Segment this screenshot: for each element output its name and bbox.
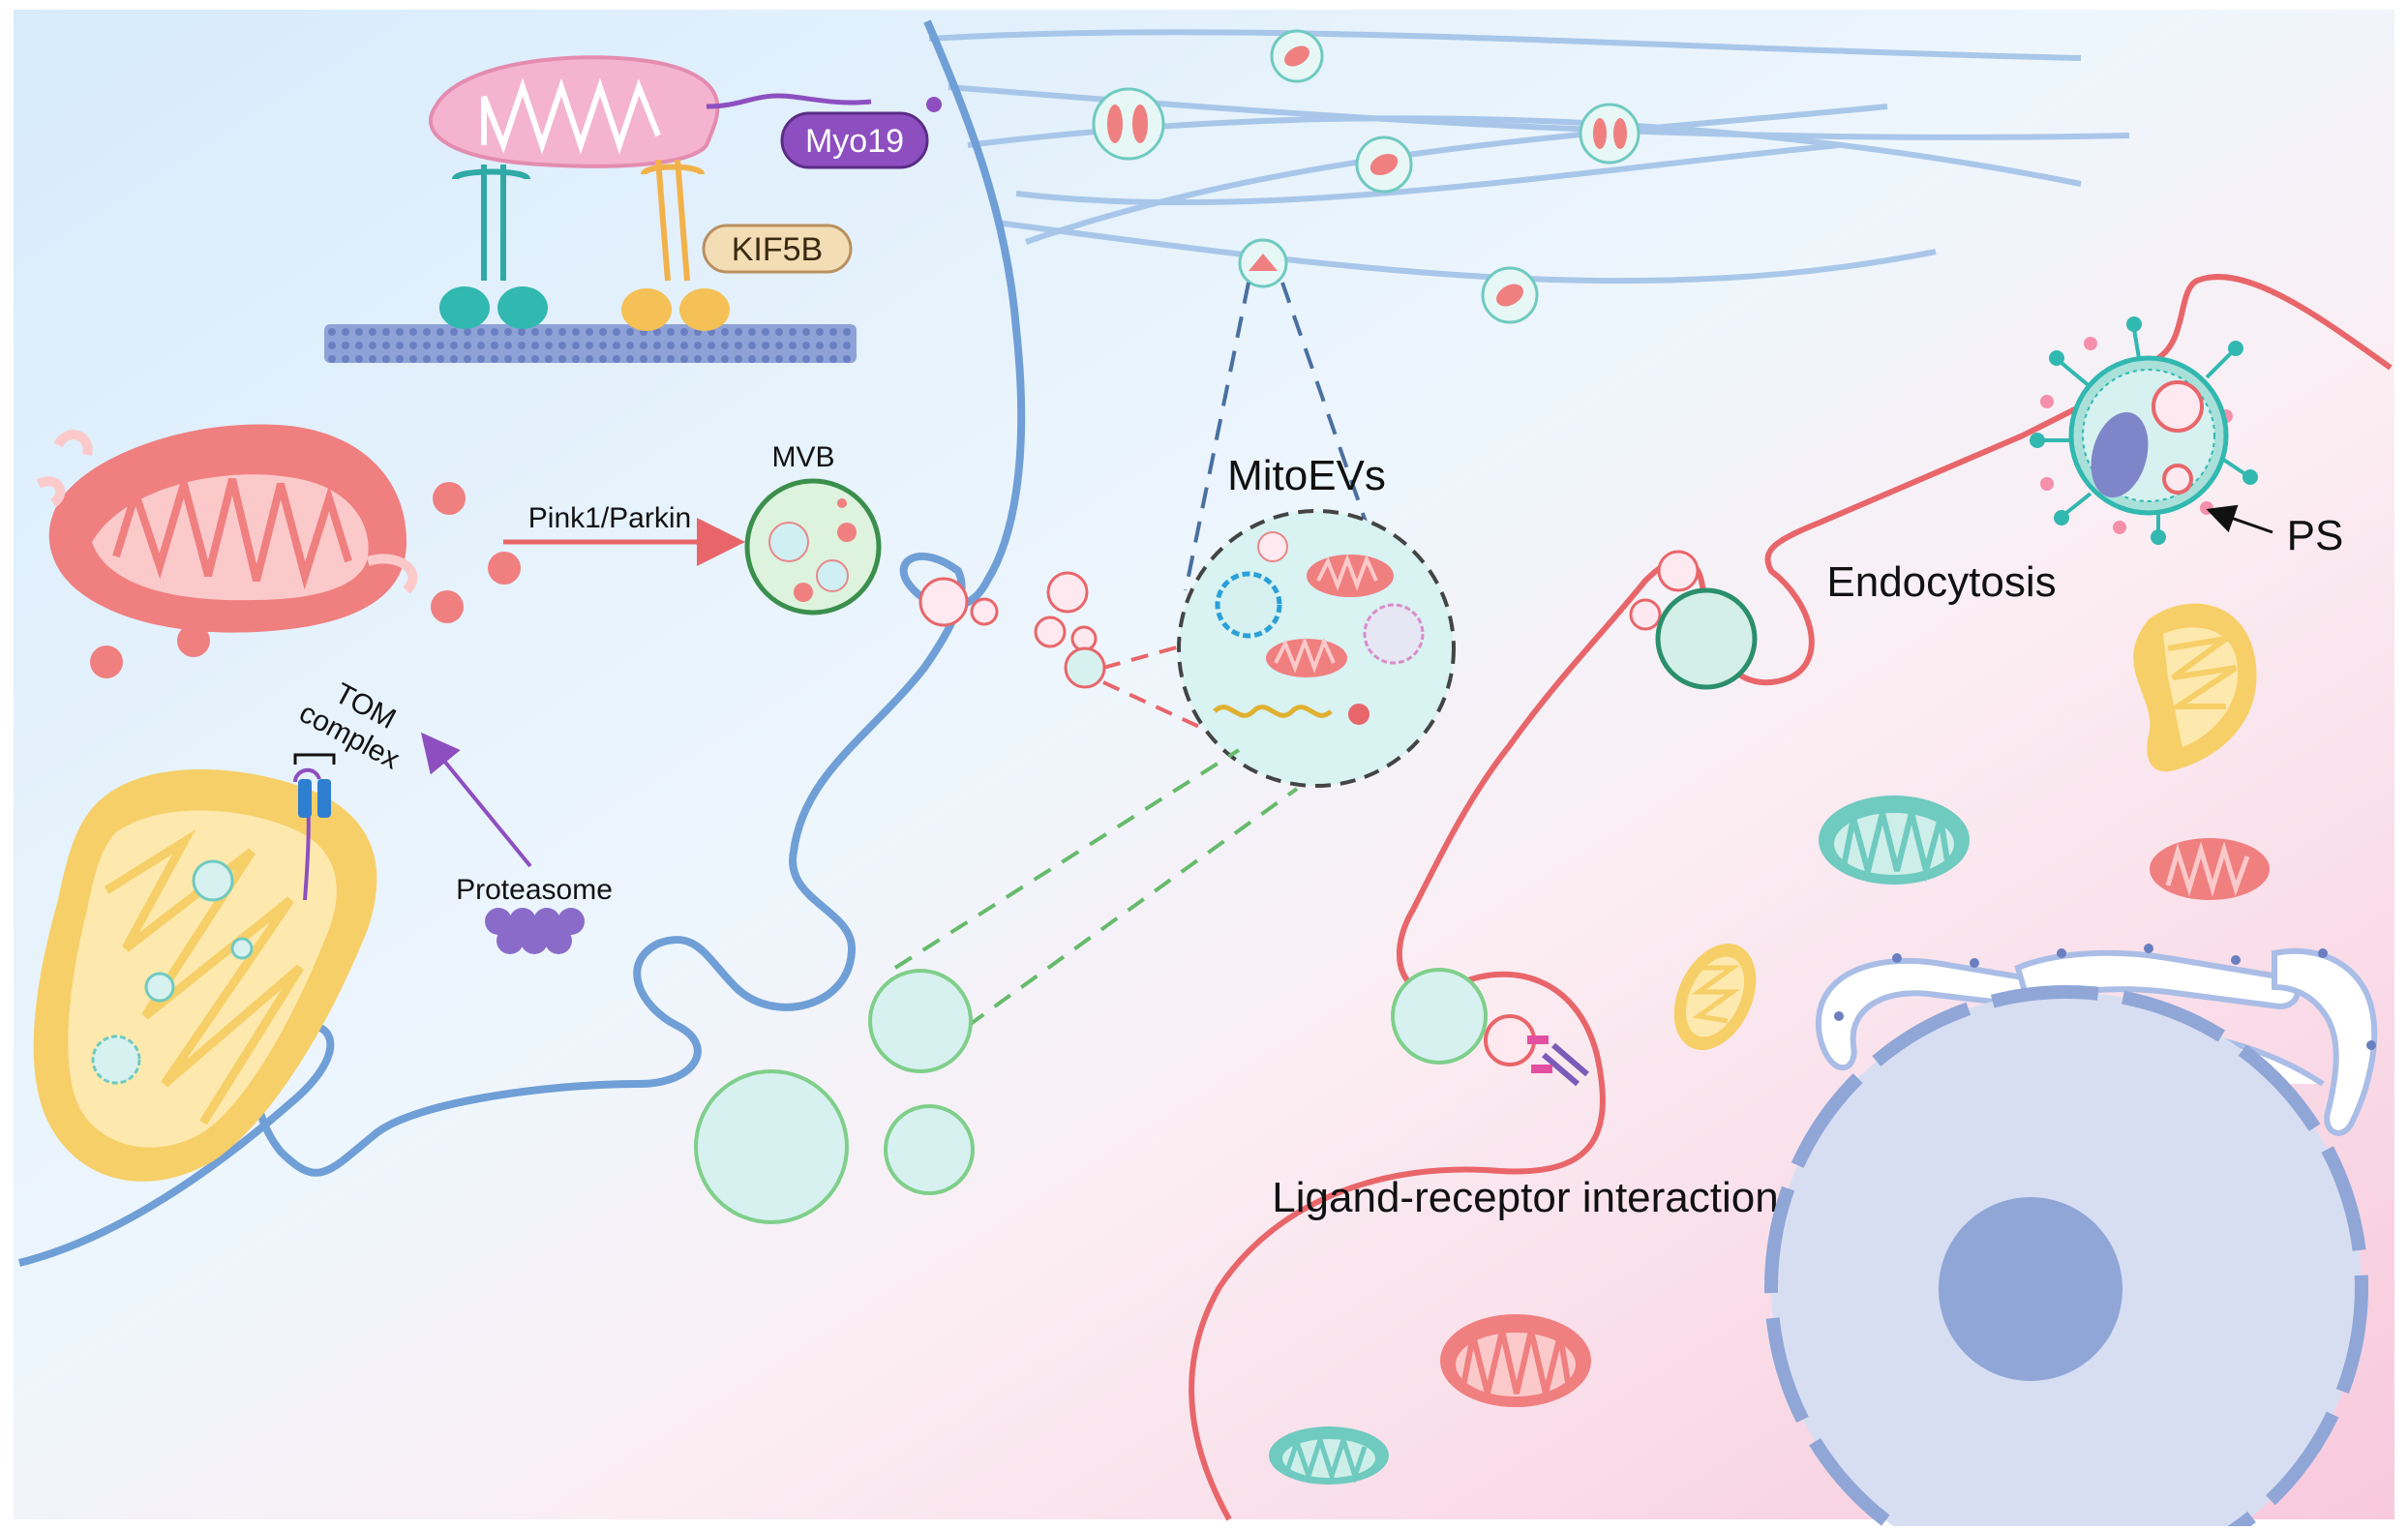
ps-label: PS bbox=[2287, 512, 2344, 559]
recipient-mito-yellow-1 bbox=[2133, 603, 2257, 772]
mito-on-motors bbox=[429, 55, 720, 168]
yellow-motor-foot-1 bbox=[621, 288, 672, 331]
myo19-label: Myo19 bbox=[805, 123, 904, 160]
ps-vesicle bbox=[2030, 316, 2258, 545]
recipient-mito-red-small bbox=[2150, 838, 2270, 900]
recipient-cell-membrane bbox=[1189, 274, 2393, 1521]
proteasome-cluster bbox=[485, 908, 585, 954]
pink1-parkin-label: Pink1/Parkin bbox=[528, 502, 691, 534]
recipient-mito-teal-small bbox=[1269, 1426, 1389, 1485]
filament-mitoev-1 bbox=[1270, 29, 1324, 83]
red-particle-3 bbox=[488, 552, 521, 585]
yellow-motor bbox=[641, 159, 705, 282]
nucleus bbox=[1764, 985, 2368, 1531]
recipient-mito-teal bbox=[1819, 796, 1970, 885]
kif5b-pill bbox=[702, 224, 853, 274]
teal-motor-foot-1 bbox=[439, 286, 490, 329]
recipient-mito-red-large bbox=[1440, 1314, 1591, 1407]
budding-vesicles bbox=[918, 571, 1106, 689]
myo19-head bbox=[926, 97, 942, 112]
microtubule bbox=[324, 324, 857, 363]
red-particle-5 bbox=[90, 645, 123, 678]
motor-assembly: Myo19 KIF5B bbox=[324, 55, 942, 363]
proteasome-arrow bbox=[420, 732, 532, 868]
tom-bracket bbox=[293, 753, 336, 765]
teal-motor bbox=[452, 165, 530, 281]
myo19-pill bbox=[780, 111, 929, 169]
mvb bbox=[744, 478, 882, 615]
filament-mitoev-5 bbox=[1238, 238, 1288, 288]
ligand-receptor-complex bbox=[1391, 968, 1589, 1087]
zoom-lines-top bbox=[1184, 282, 1376, 591]
mitoevs-label: MitoEVs bbox=[1227, 452, 1386, 499]
ev-green-2 bbox=[694, 1069, 849, 1224]
ps-arrow bbox=[2206, 504, 2273, 534]
ev-green-1 bbox=[868, 969, 973, 1073]
myo19-tail bbox=[706, 93, 872, 109]
mito-yellow-large bbox=[33, 769, 377, 1182]
ligand-receptor-label: Ligand-receptor interaction bbox=[1272, 1174, 1778, 1221]
zoom-lines-green bbox=[893, 748, 1299, 1028]
nucleolus bbox=[1939, 1197, 2122, 1381]
red-particle-4 bbox=[177, 624, 210, 657]
tom-complex bbox=[293, 767, 331, 901]
red-particle-1 bbox=[433, 482, 466, 515]
teal-motor-foot-2 bbox=[497, 286, 548, 329]
mvb-label: MVB bbox=[771, 441, 834, 473]
filament-mitoev-6 bbox=[1481, 266, 1539, 324]
yellow-motor-foot-2 bbox=[679, 288, 730, 331]
proteasome-label: Proteasome bbox=[456, 874, 613, 906]
damaged-mito-red bbox=[36, 424, 418, 633]
mitoevs-zoom bbox=[1177, 509, 1456, 788]
endocytosis-label: Endocytosis bbox=[1826, 558, 2056, 606]
filament-mitoev-4 bbox=[1579, 103, 1640, 165]
ev-green-3 bbox=[884, 1104, 975, 1195]
endocytosis-vesicles bbox=[1629, 550, 1758, 690]
filament-mitoev-3 bbox=[1355, 135, 1413, 194]
kif5b-label: KIF5B bbox=[732, 231, 823, 268]
red-particle-2 bbox=[431, 590, 464, 623]
filament-mitoev-2 bbox=[1092, 87, 1165, 161]
recipient-mito-yellow-2 bbox=[1673, 944, 1757, 1050]
